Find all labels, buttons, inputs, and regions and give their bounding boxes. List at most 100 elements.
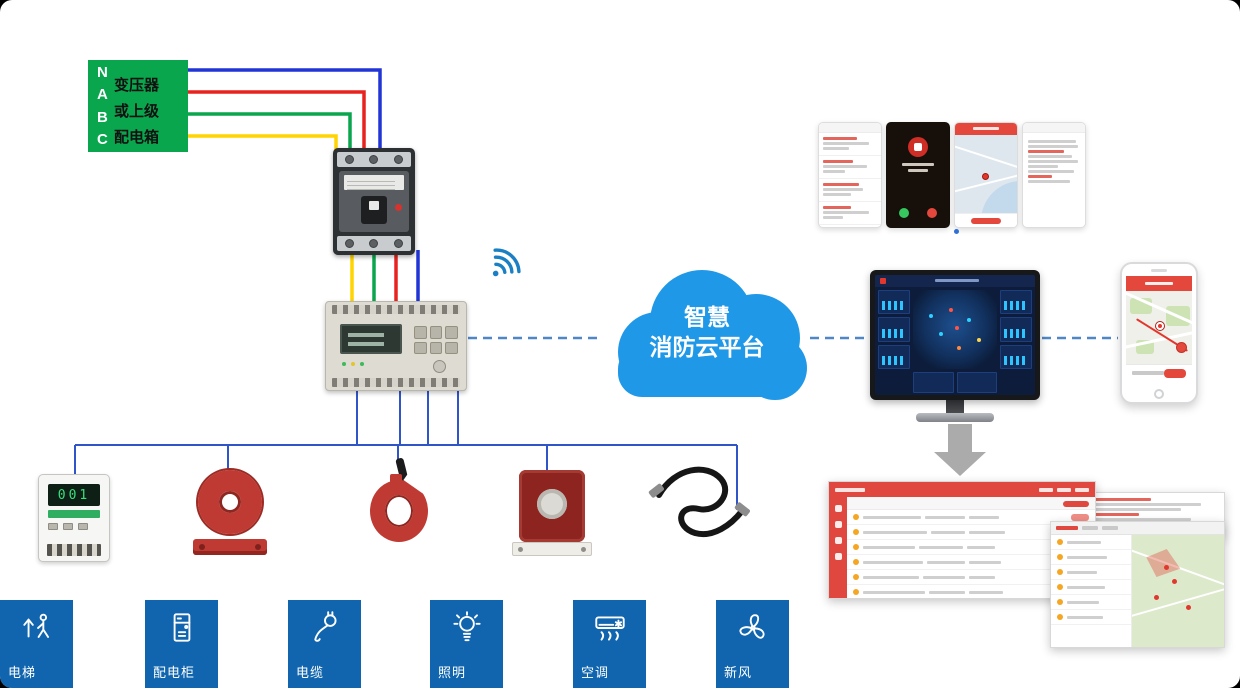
wire-a-red xyxy=(188,90,366,170)
phase-a: A xyxy=(97,86,108,104)
ct-ring xyxy=(198,470,262,534)
table-row xyxy=(847,510,1095,525)
caller-logo xyxy=(908,137,928,157)
report-map-pane xyxy=(1132,535,1224,647)
app-screenshot-order-list xyxy=(818,122,882,228)
wire-c-yellow xyxy=(188,134,338,170)
map-pin-icon xyxy=(1156,322,1164,330)
ct-center-hole xyxy=(537,489,567,519)
app-screenshot-notification xyxy=(1022,122,1086,228)
cloud-title-line2: 消防云平台 xyxy=(649,334,765,360)
breaker-test-button xyxy=(395,204,402,211)
meter-display: 001 xyxy=(48,484,100,506)
table-row xyxy=(1051,565,1132,580)
mini-map-action-bar xyxy=(955,213,1017,227)
load-label: 照明 xyxy=(438,665,467,680)
cable-icon xyxy=(313,611,337,642)
load-tile-air-conditioner: 空调 xyxy=(573,600,646,688)
report-map-titlebar xyxy=(1051,522,1224,535)
din-rail-energy-meter: 001 xyxy=(38,474,110,562)
circuit-breaker xyxy=(333,148,415,255)
report-window-sidebar xyxy=(829,497,847,598)
load-tile-distribution-cabinet: 配电柜 xyxy=(145,600,218,688)
device-round-button xyxy=(433,360,446,373)
phone-speaker xyxy=(1151,269,1167,272)
app-screenshot-incoming-call xyxy=(886,122,950,228)
distribution-cabinet-icon xyxy=(173,613,190,642)
phase-n: N xyxy=(97,64,108,81)
map-pin-icon xyxy=(982,173,989,180)
load-label: 配电柜 xyxy=(153,665,196,680)
mini-app-red-header xyxy=(955,123,1017,135)
wire-b-green xyxy=(188,112,352,170)
breaker-label xyxy=(344,175,404,190)
mini-app-header xyxy=(1023,123,1085,133)
device-buttons xyxy=(414,326,458,354)
ct-mount-base xyxy=(512,542,592,556)
alarm-fab-button xyxy=(1176,342,1187,353)
report-window-table xyxy=(847,497,1095,598)
table-row xyxy=(1051,535,1132,550)
call-buttons xyxy=(887,208,949,218)
mini-app-header xyxy=(819,123,881,133)
monitor-bezel xyxy=(870,270,1040,400)
table-toolbar xyxy=(847,497,1095,510)
report-map-list xyxy=(1051,535,1133,647)
table-row xyxy=(1051,610,1132,625)
monitor-stand-base xyxy=(916,413,994,422)
map-alarm-dots xyxy=(955,325,959,330)
home-button xyxy=(1154,389,1164,399)
dashboard-screen xyxy=(875,275,1035,395)
meter-terminals xyxy=(47,544,101,556)
open-type-current-transformer xyxy=(362,457,438,554)
report-window-map xyxy=(1050,521,1225,648)
wifi-icon xyxy=(492,248,521,277)
clamp-jaw xyxy=(390,474,402,484)
load-tile-elevator: 电梯 xyxy=(0,600,73,688)
table-row xyxy=(1051,595,1132,610)
elevator-icon xyxy=(22,613,49,638)
source-panel-text: 变压器 或上级 配电箱 xyxy=(114,76,160,146)
app-screenshot-map-alarm xyxy=(954,122,1018,228)
fresh-air-icon xyxy=(738,614,765,639)
arrow-down-icon xyxy=(934,424,986,476)
meter-buttons xyxy=(48,523,100,530)
report-window-titlebar xyxy=(829,482,1095,497)
device-bottom-terminals xyxy=(332,378,460,387)
phase-letters: N A B C xyxy=(97,63,111,149)
load-label: 空调 xyxy=(581,665,610,680)
monitor-stand-neck xyxy=(946,400,964,413)
desktop-monitor xyxy=(870,270,1040,425)
table-row xyxy=(1051,580,1132,595)
device-lcd-display xyxy=(340,324,402,354)
dashboard-left-panels xyxy=(878,290,910,369)
dashboard-header xyxy=(875,275,1035,287)
phone-map-screen xyxy=(1126,276,1192,388)
map-alarm-dots xyxy=(1172,579,1178,584)
map-alarm-zone xyxy=(1146,549,1181,577)
load-label: 新风 xyxy=(724,665,753,680)
connector-dot xyxy=(954,229,959,234)
smartphone xyxy=(1120,262,1198,404)
dashboard-bottom-charts xyxy=(913,372,997,393)
load-label: 电缆 xyxy=(296,665,325,680)
breaker-face xyxy=(339,171,409,232)
load-tile-lighting: 照明 xyxy=(430,600,503,688)
breaker-bottom-terminals xyxy=(337,236,411,251)
power-source-panel: N A B C 变压器 或上级 配电箱 xyxy=(88,60,188,152)
load-tile-fresh-air: 新风 xyxy=(716,600,789,688)
device-leds xyxy=(342,362,364,366)
table-row xyxy=(1051,550,1132,565)
temperature-sensor-leads xyxy=(648,466,750,538)
fire-monitoring-device xyxy=(325,301,467,391)
load-tile-cable: 电缆 xyxy=(288,600,361,688)
phone-app-header xyxy=(1126,276,1192,291)
phone-bottom-card xyxy=(1126,364,1192,388)
cloud-platform-title: 智慧 消防云平台 xyxy=(598,303,816,363)
phase-b: B xyxy=(97,108,108,126)
decline-call-icon xyxy=(927,208,937,218)
wire-n-blue xyxy=(188,68,382,170)
cloud-shape xyxy=(618,270,807,400)
